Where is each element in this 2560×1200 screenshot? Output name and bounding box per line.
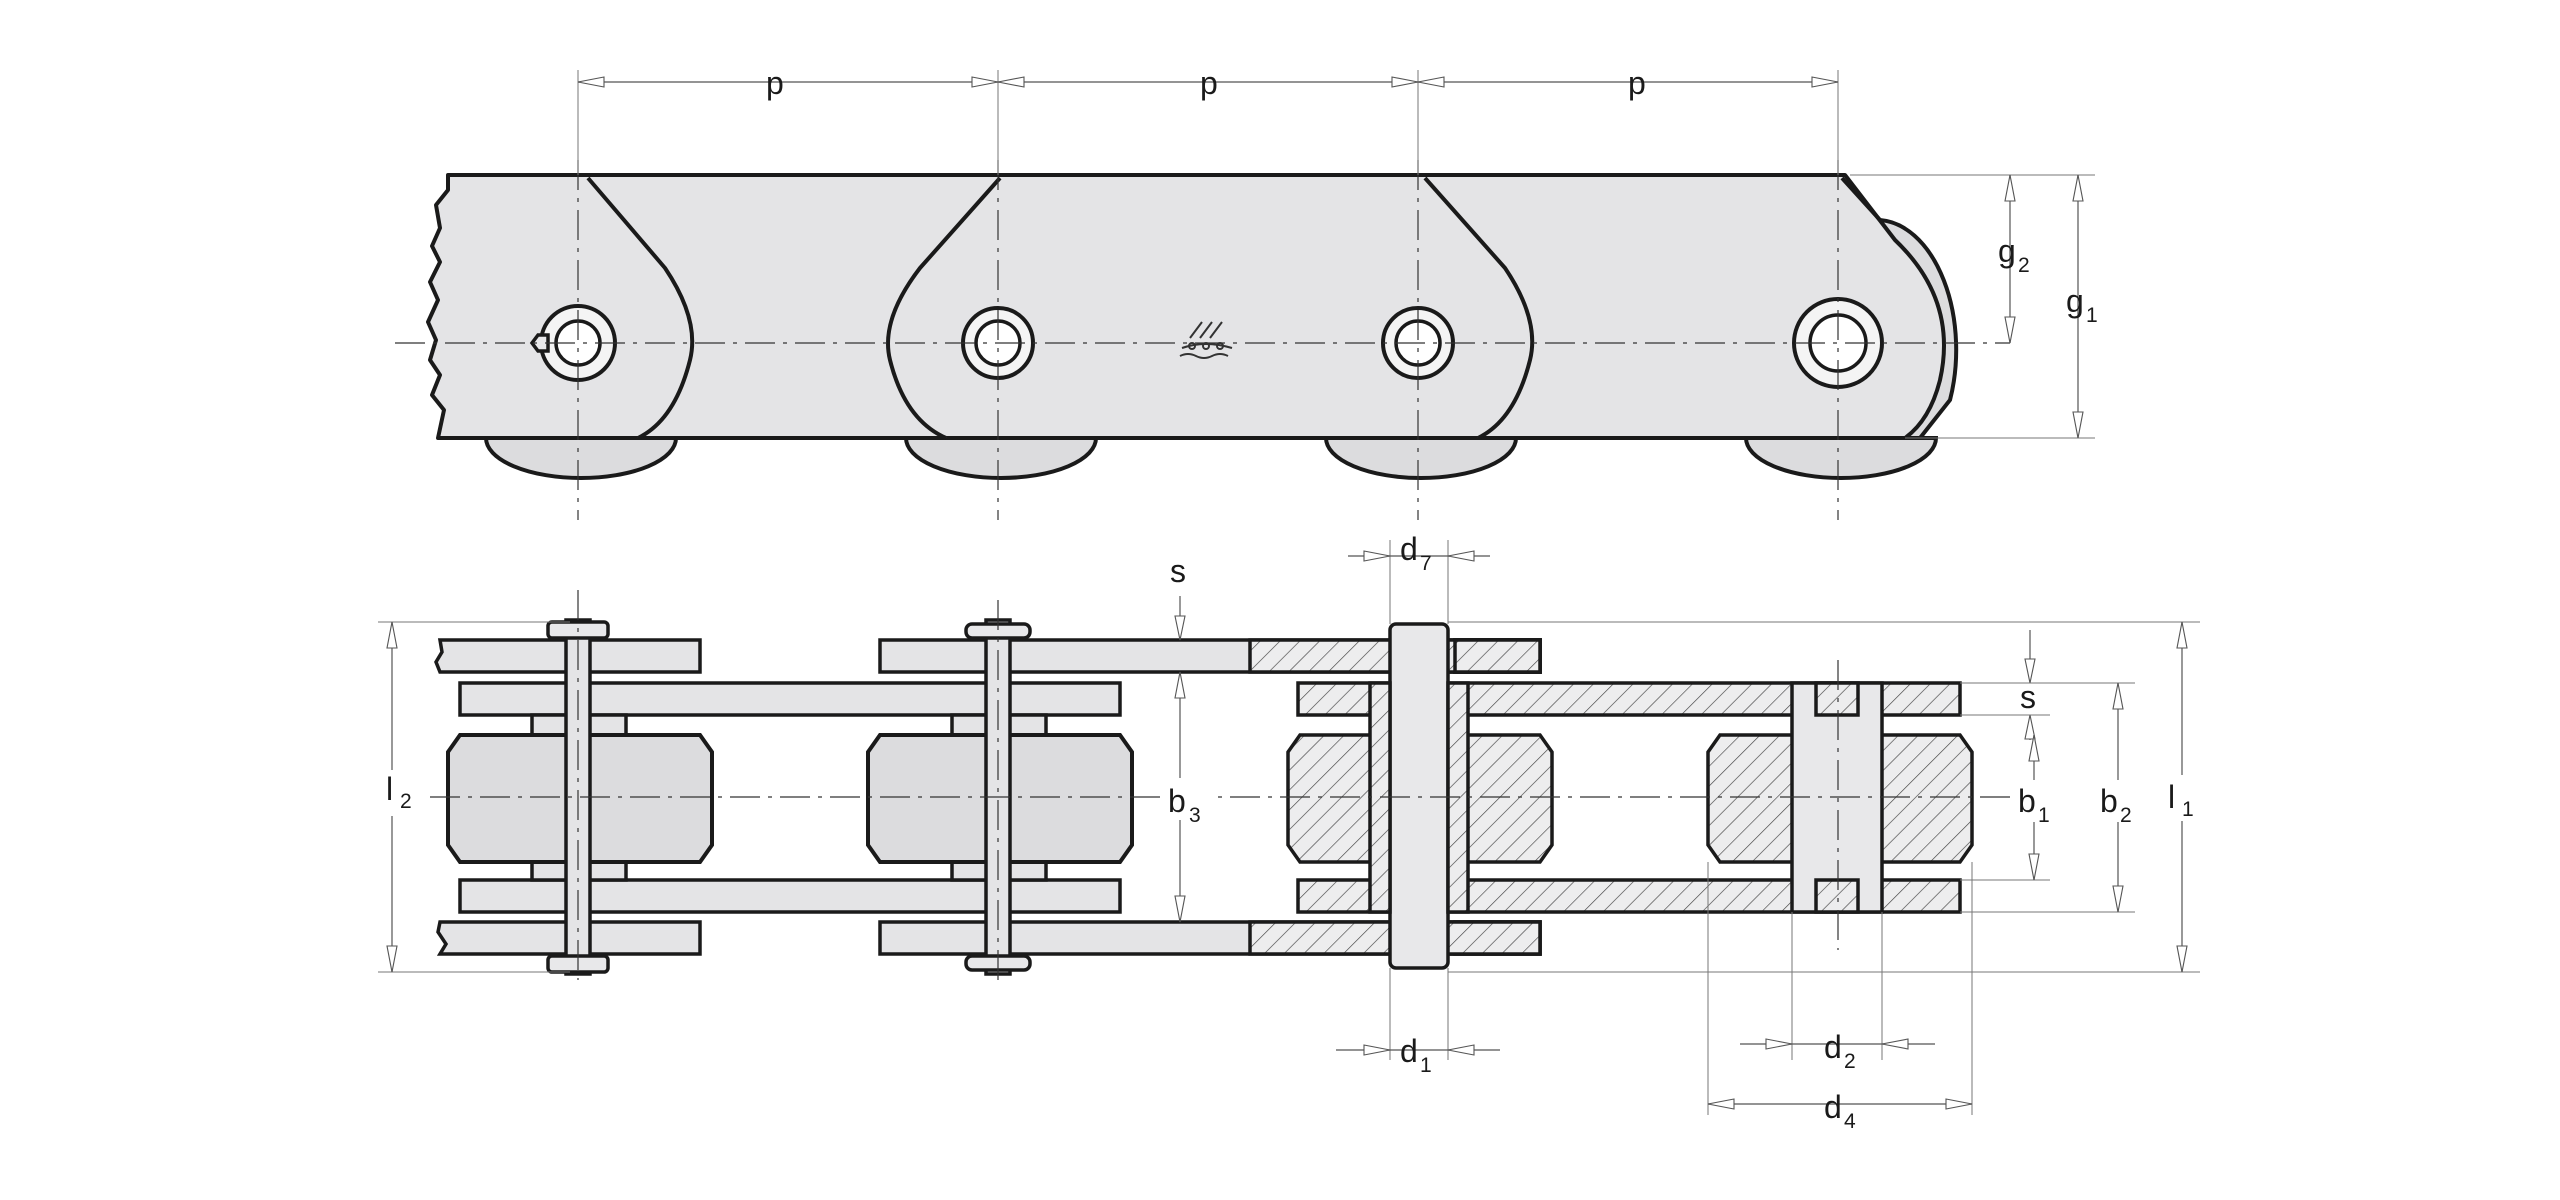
l1-dimension: l 1 <box>1448 621 2209 973</box>
side-centerlines <box>395 160 2010 520</box>
joint-1 <box>586 176 695 440</box>
b1-label: b <box>2018 783 2036 819</box>
l2-label: l <box>386 771 393 807</box>
d7-label: d <box>1400 531 1418 567</box>
pitch-label-1: p <box>766 65 784 101</box>
side-plate-strip <box>426 173 1946 440</box>
top-centerlines <box>430 590 2020 980</box>
l2-subscript: 2 <box>400 790 412 813</box>
d7-dimension: d 7 <box>1348 531 1490 624</box>
l2-dimension: l 2 <box>378 621 570 973</box>
d2-dimension: d 2 <box>1740 912 1935 1073</box>
pin-4-bottom-notch <box>1814 878 1860 914</box>
roller-2 <box>903 436 1099 480</box>
d4-label: d <box>1824 1089 1842 1125</box>
g1-subscript: 1 <box>2086 304 2098 327</box>
b1-subscript: 1 <box>2038 804 2050 827</box>
g2-label: g <box>1998 233 2016 269</box>
s-right-dimension: s <box>1960 630 2120 740</box>
d1-dimension: d 1 <box>1336 968 1500 1077</box>
d2-subscript: 2 <box>1844 1050 1856 1073</box>
top-view: d 7 s b 3 l 2 <box>378 531 2209 1133</box>
side-view: p p p g 2 g 1 <box>395 65 2098 520</box>
b3-dimension: b 3 <box>1165 671 1215 923</box>
d1-label: d <box>1400 1033 1418 1069</box>
d2-label: d <box>1824 1029 1842 1065</box>
joint-4 <box>1840 176 1882 222</box>
roller-4 <box>1743 436 1939 480</box>
pin-4-top-notch <box>1814 681 1860 717</box>
pin-3-section <box>1388 622 1450 970</box>
g1-label: g <box>2066 283 2084 319</box>
b3-subscript: 3 <box>1189 804 1201 827</box>
s-top-dimension: s <box>1170 553 1186 641</box>
outer-plate-end-bottom <box>1438 920 1542 956</box>
b2-subscript: 2 <box>2120 804 2132 827</box>
d1-subscript: 1 <box>1420 1054 1432 1077</box>
g2-subscript: 2 <box>2018 254 2030 277</box>
joint-2-left <box>886 176 1002 440</box>
pin-clip-1 <box>529 333 550 353</box>
roller-3 <box>1323 436 1519 480</box>
l1-label: l <box>2168 779 2175 815</box>
inner-plate-1-top <box>458 681 1122 717</box>
height-dimensions: g 2 g 1 <box>1850 174 2098 439</box>
l1-subscript: 1 <box>2182 798 2194 821</box>
pitch-dimensions: p p p <box>577 65 1839 175</box>
b3-label: b <box>1168 783 1186 819</box>
d4-subscript: 4 <box>1844 1110 1856 1133</box>
joint-3-right <box>1423 176 1535 440</box>
s-top-label: s <box>1170 553 1186 589</box>
b2-label: b <box>2100 783 2118 819</box>
s-right-label: s <box>2020 679 2036 715</box>
pitch-label-2: p <box>1200 65 1218 101</box>
outer-plate-end-top2 <box>1453 638 1542 674</box>
inner-plate-1-bottom <box>458 878 1122 914</box>
roller-1 <box>483 436 679 480</box>
d7-subscript: 7 <box>1420 552 1432 575</box>
pitch-label-3: p <box>1628 65 1646 101</box>
d4-dimension: d 4 <box>1707 862 1973 1133</box>
b1-dimension: b 1 <box>1960 714 2065 881</box>
b2-dimension: b 2 <box>1960 682 2148 913</box>
plate-joints <box>586 176 1882 440</box>
